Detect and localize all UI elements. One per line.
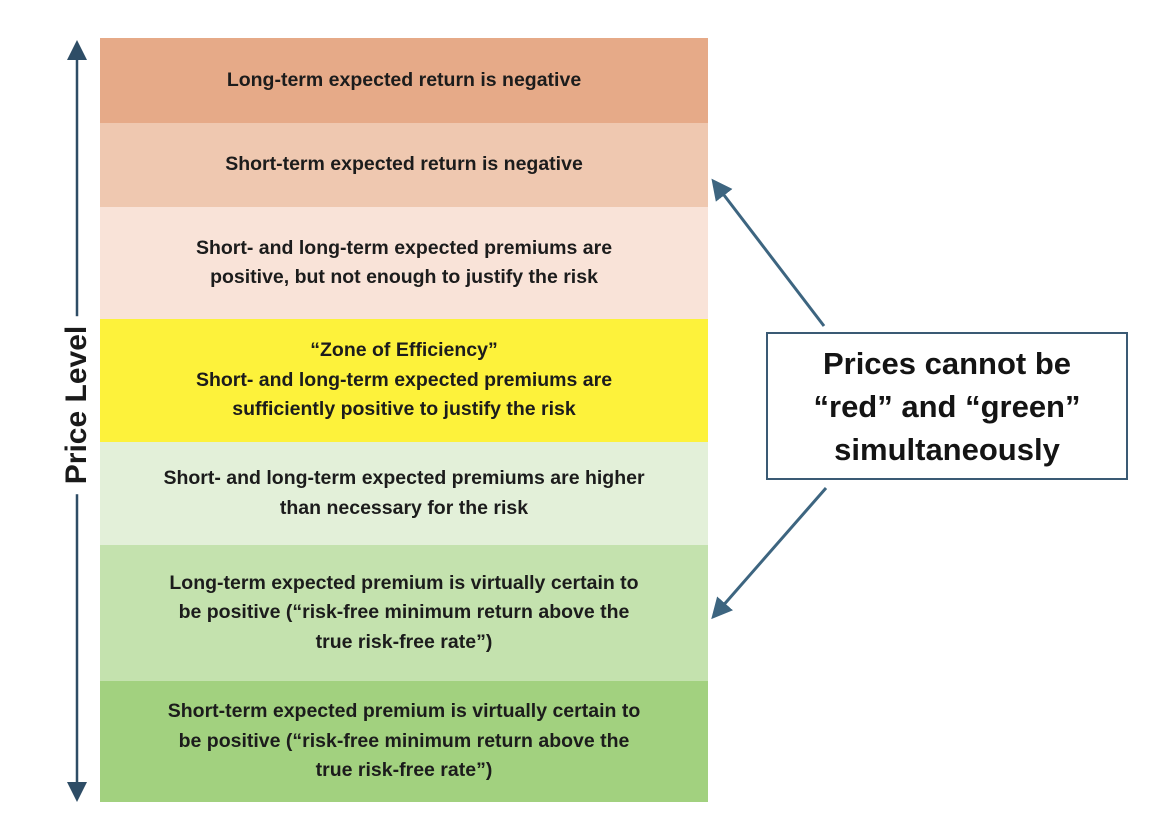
- band-short-term-certain: Short-term expected premium is virtually…: [100, 681, 708, 802]
- band-zone-of-efficiency-text: “Zone of Efficiency” Short- and long-ter…: [195, 339, 613, 421]
- callout-arrow-down: [711, 487, 828, 620]
- callout-box: Prices cannot be “red” and “green” simul…: [766, 332, 1128, 480]
- band-long-term-certain-text: Long-term expected premium is virtually …: [169, 571, 639, 653]
- band-premiums-insufficient: Short- and long-term expected premiums a…: [100, 207, 708, 319]
- band-premiums-higher: Short- and long-term expected premiums a…: [100, 442, 708, 545]
- band-premiums-insufficient-text: Short- and long-term expected premiums a…: [195, 236, 613, 289]
- band-short-term-certain-text: Short-term expected premium is virtually…: [167, 700, 641, 782]
- band-long-term-negative: Long-term expected return is negative: [100, 38, 708, 123]
- callout-text: Prices cannot be “red” and “green” simul…: [813, 345, 1081, 467]
- band-long-term-negative-text: Long-term expected return is negative: [226, 68, 582, 91]
- band-zone-of-efficiency: “Zone of Efficiency” Short- and long-ter…: [100, 319, 708, 442]
- callout-arrow-up: [711, 178, 826, 327]
- band-premiums-higher-text: Short- and long-term expected premiums a…: [163, 467, 645, 519]
- price-zone-stack: Long-term expected return is negative Sh…: [100, 38, 708, 802]
- band-long-term-certain: Long-term expected premium is virtually …: [100, 545, 708, 681]
- band-short-term-negative: Short-term expected return is negative: [100, 123, 708, 207]
- band-short-term-negative-text: Short-term expected return is negative: [225, 153, 583, 176]
- price-level-axis-label: Price Level: [58, 315, 96, 495]
